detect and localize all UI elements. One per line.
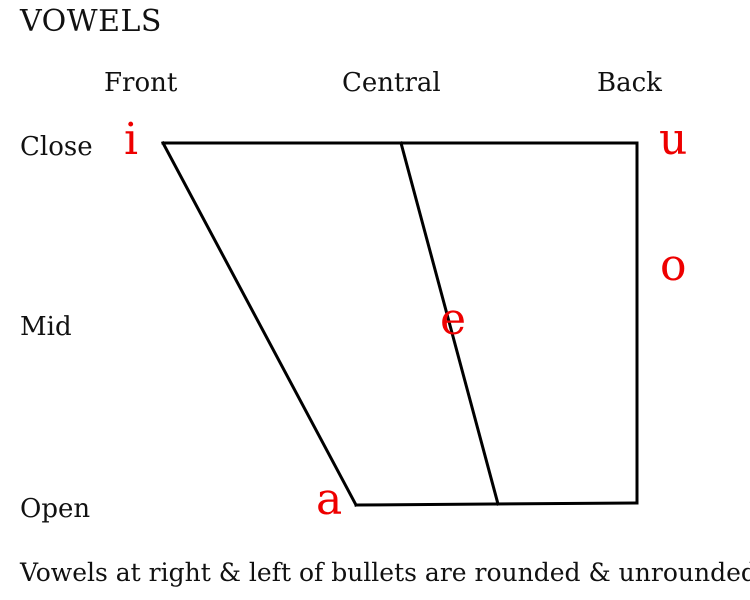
column-label-back: Back bbox=[597, 68, 662, 98]
row-label-close: Close bbox=[20, 132, 93, 162]
row-label-mid: Mid bbox=[20, 312, 72, 342]
front-edge-line bbox=[160, 140, 359, 508]
vowel-e: e bbox=[440, 294, 467, 345]
row-label-open: Open bbox=[20, 494, 91, 524]
column-label-central: Central bbox=[342, 68, 441, 98]
vowel-a: a bbox=[316, 474, 343, 525]
column-label-front: Front bbox=[104, 68, 178, 98]
vowel-i: i bbox=[124, 114, 139, 165]
central-divider-line bbox=[399, 141, 500, 506]
page-title: VOWELS bbox=[20, 4, 162, 39]
vowel-o: o bbox=[660, 240, 687, 291]
caption: Vowels at right & left of bullets are ro… bbox=[20, 558, 750, 587]
vowel-u: u bbox=[659, 114, 688, 165]
